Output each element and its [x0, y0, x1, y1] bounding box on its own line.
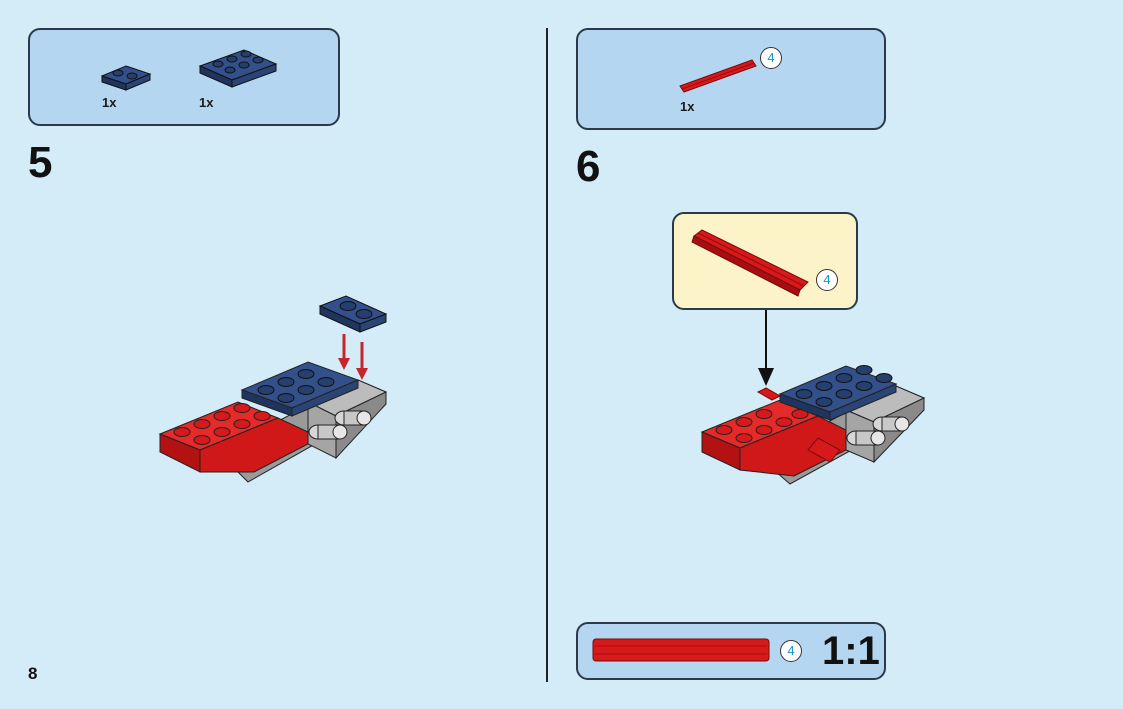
- model-assembly-step-5: [158, 295, 388, 483]
- plate-2x3-icon: [198, 49, 278, 88]
- page-divider: [546, 28, 548, 682]
- model-assembly-step-6: [700, 365, 926, 485]
- part-qty: 1x: [199, 95, 214, 110]
- step-number: 5: [28, 138, 53, 187]
- part-qty: 1x: [102, 95, 117, 110]
- axle-length-indicator: 4: [780, 640, 802, 662]
- insert-arrow: [758, 310, 774, 386]
- axle-scale-icon: [592, 638, 770, 662]
- parts-box-step-5: [28, 28, 340, 126]
- parts-box-step-6: [576, 28, 886, 130]
- plate-1x2-icon: [100, 65, 152, 91]
- part-qty: 1x: [680, 99, 695, 114]
- axle-length-indicator: 4: [816, 269, 838, 291]
- scale-label: 1:1: [822, 629, 880, 673]
- axle-4-red-icon: [679, 59, 757, 93]
- step-number: 6: [576, 142, 601, 191]
- axle-callout-icon: [691, 229, 809, 297]
- axle-length-indicator: 4: [760, 47, 782, 69]
- page-number: 8: [28, 664, 38, 683]
